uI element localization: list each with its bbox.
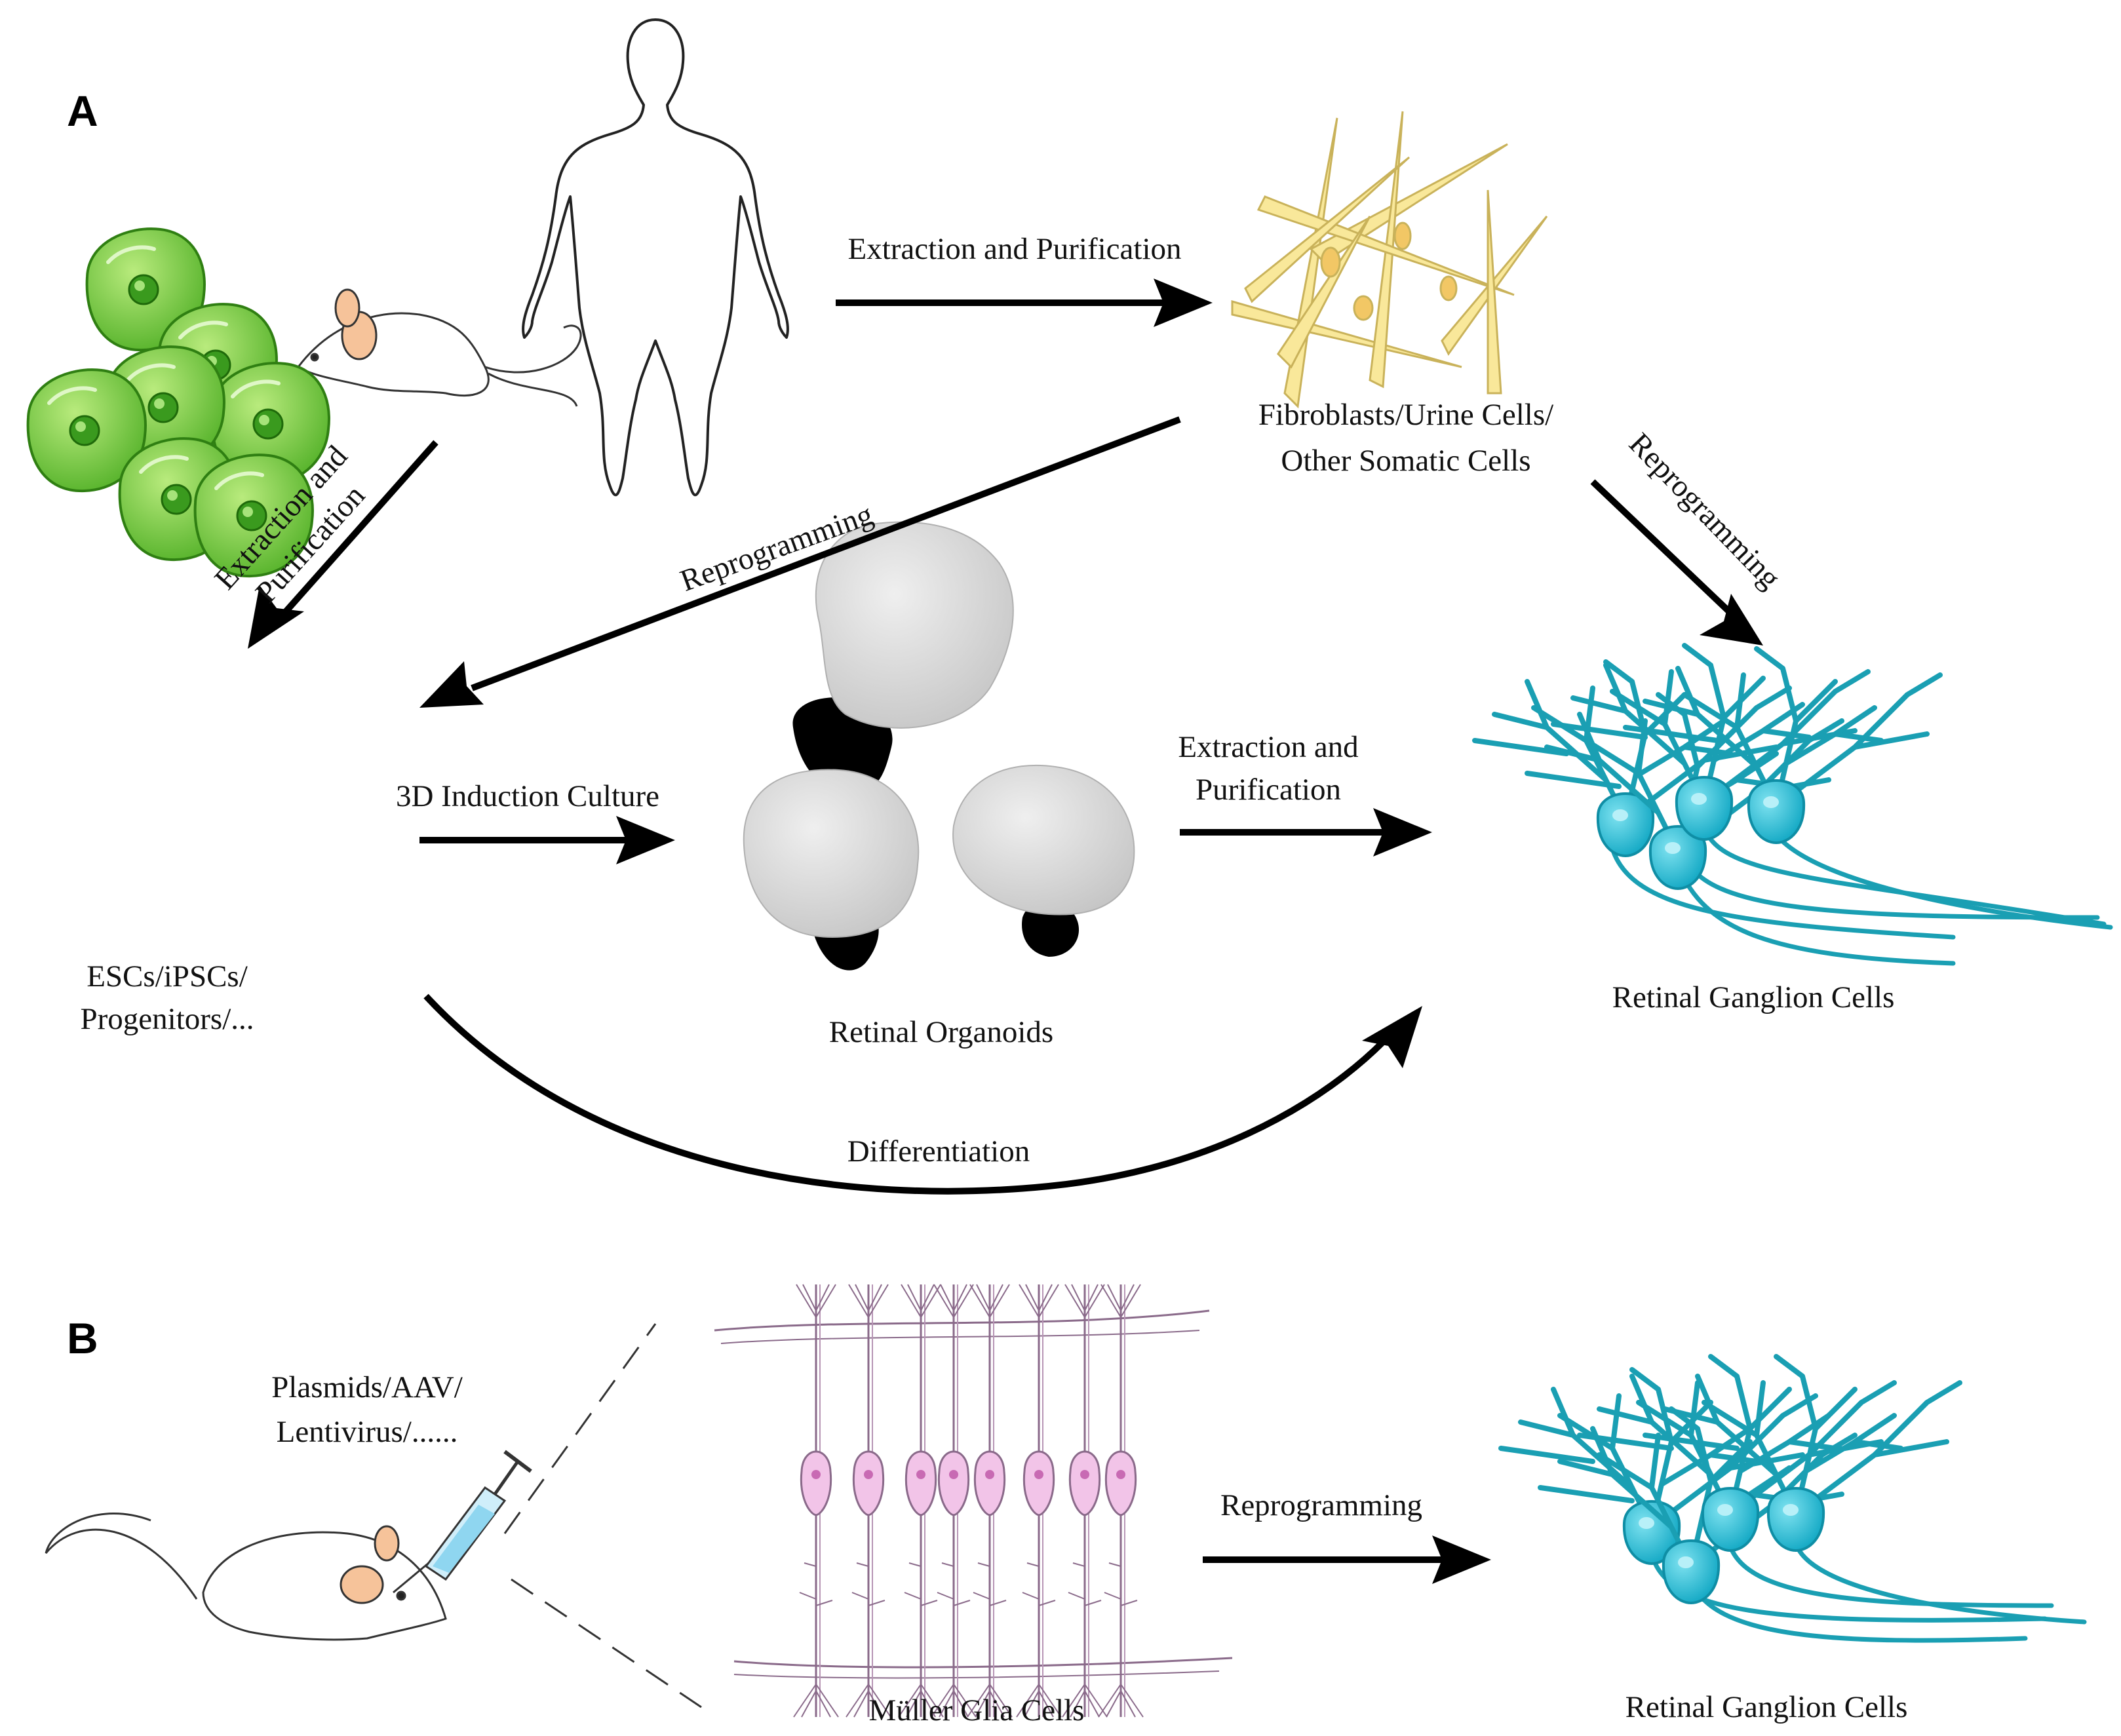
label-rgc-b: Retinal Ganglion Cells bbox=[1625, 1690, 1908, 1724]
zoom-line-bottom bbox=[511, 1578, 702, 1708]
label-extraction-top: Extraction and Purification bbox=[847, 232, 1181, 266]
arrow-extraction-top bbox=[836, 279, 1213, 327]
human-silhouette-icon bbox=[522, 18, 789, 497]
label-retinal-organoids: Retinal Organoids bbox=[829, 1015, 1053, 1049]
fibroblast-cluster bbox=[1231, 111, 1548, 409]
arrow-reprogramming-diagonal bbox=[419, 416, 1181, 708]
arrow-reprogramming-right bbox=[1590, 479, 1763, 646]
retinal-ganglion-cells-a bbox=[1475, 646, 2113, 966]
label-stem-cells-2: Progenitors/... bbox=[80, 1002, 254, 1036]
zoom-line-top bbox=[503, 1323, 657, 1534]
retinal-organoid-cluster bbox=[743, 521, 1135, 971]
label-reprogramming-b: Reprogramming bbox=[1220, 1488, 1422, 1522]
arrow-reprogramming-b bbox=[1203, 1535, 1491, 1584]
arrow-induction bbox=[419, 816, 675, 864]
label-vector-1: Plasmids/AAV/ bbox=[271, 1370, 463, 1404]
syringe-icon bbox=[393, 1450, 532, 1594]
label-extraction-mid-1: Extraction and bbox=[1178, 730, 1358, 764]
label-rgc-a: Retinal Ganglion Cells bbox=[1612, 980, 1895, 1014]
arrow-extraction-left bbox=[248, 440, 438, 649]
label-extraction-mid-2: Purification bbox=[1196, 773, 1341, 807]
retinal-ganglion-cells-b bbox=[1501, 1357, 2087, 1643]
label-fibroblasts-1: Fibroblasts/Urine Cells/ bbox=[1258, 398, 1554, 432]
label-muller-glia: Müller Glia Cells bbox=[869, 1693, 1085, 1727]
mouse-icon-injected bbox=[45, 1513, 447, 1641]
panel-a-label: A bbox=[67, 87, 98, 135]
label-stem-cells-1: ESCs/iPSCs/ bbox=[87, 959, 248, 993]
arrow-extraction-mid bbox=[1180, 808, 1432, 857]
muller-glia-cells bbox=[714, 1283, 1233, 1718]
label-induction: 3D Induction Culture bbox=[396, 779, 659, 813]
label-reprogramming-right: Reprogramming bbox=[1622, 427, 1787, 596]
label-vector-2: Lentivirus/...... bbox=[277, 1415, 458, 1449]
label-fibroblasts-2: Other Somatic Cells bbox=[1281, 444, 1530, 478]
arrow-differentiation bbox=[423, 993, 1422, 1195]
mouse-icon bbox=[296, 288, 582, 407]
panel-b-label: B bbox=[67, 1314, 98, 1362]
label-differentiation: Differentiation bbox=[847, 1134, 1030, 1168]
